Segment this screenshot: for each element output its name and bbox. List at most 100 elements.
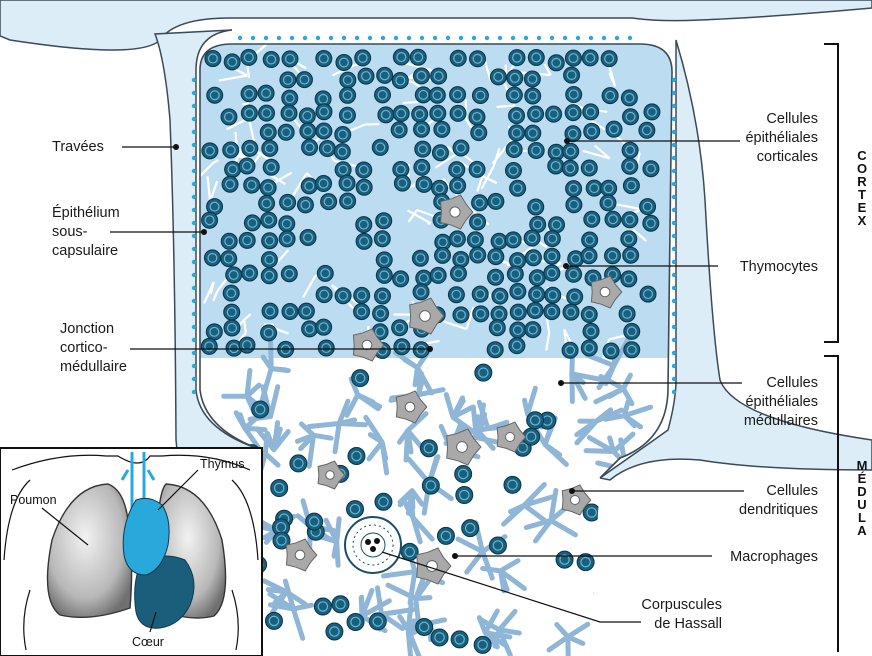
thymocyte (302, 139, 318, 155)
thymocyte (544, 265, 560, 281)
thymocyte (414, 159, 430, 175)
thymocyte (391, 122, 407, 138)
thymocyte (488, 249, 504, 265)
inset-label-coeur: Cœur (132, 635, 164, 649)
thymocyte (225, 161, 241, 177)
label-corticales-2: épithéliales (745, 130, 818, 146)
thymocyte (340, 87, 356, 103)
region-brackets (824, 44, 838, 652)
capsule-dot (602, 36, 606, 40)
capsule-dot (672, 286, 676, 290)
thymocyte (462, 520, 479, 537)
capsule-dot (672, 273, 676, 277)
thymocyte (340, 193, 356, 209)
capsule-dot (446, 36, 450, 40)
macrophage-nucleus (405, 402, 415, 412)
thymocyte (282, 90, 298, 106)
capsule-dot (672, 169, 676, 173)
thymocyte (524, 230, 540, 246)
thymocyte (321, 194, 337, 210)
macrophage-nucleus (362, 340, 372, 350)
thymocyte (564, 67, 580, 83)
thymocyte (206, 324, 222, 340)
thymocyte (373, 305, 389, 321)
thymocyte (606, 121, 622, 137)
thymocyte (223, 285, 239, 301)
thymocyte (205, 51, 221, 67)
thymocyte (581, 340, 597, 356)
thymocyte (470, 51, 486, 67)
thymocyte (529, 286, 545, 302)
thymocyte (504, 476, 521, 493)
thymocyte (434, 121, 450, 137)
thymocyte (622, 212, 638, 228)
thymocyte (326, 623, 343, 640)
thymocyte (546, 106, 562, 122)
capsule-dot (628, 36, 632, 40)
thymocyte (470, 214, 486, 230)
thymocyte (314, 598, 331, 615)
thymocyte (527, 412, 544, 429)
thymocyte (239, 232, 255, 248)
thymocyte (430, 267, 446, 283)
capsule-dot (672, 351, 676, 355)
thymocyte (470, 247, 486, 263)
thymocyte (603, 343, 619, 359)
thymocyte (622, 142, 638, 158)
thymocyte (356, 233, 372, 249)
capsule-dot (192, 299, 196, 303)
cortex-vertical-label: CORTEX (857, 148, 867, 228)
thymocyte (316, 176, 332, 192)
capsule-dot (672, 130, 676, 134)
capsule-dot (290, 36, 294, 40)
thymocyte-nucleus (602, 591, 611, 600)
label-dendritiques-2: dendritiques (739, 502, 818, 518)
thymocyte-nucleus (614, 478, 623, 487)
thymocyte (279, 216, 295, 232)
thymocyte (640, 286, 656, 302)
thymocyte (301, 178, 317, 194)
capsule-dot (672, 91, 676, 95)
thymocyte (316, 123, 332, 139)
thymocyte (489, 537, 506, 554)
macrophage-nucleus (326, 471, 334, 479)
capsule-dot (672, 156, 676, 160)
thymocyte (302, 321, 318, 337)
thymocyte (450, 265, 466, 281)
thymocyte (581, 306, 597, 322)
thymocyte (455, 465, 472, 482)
thymocyte (336, 54, 352, 70)
thymocyte (262, 140, 278, 156)
thymocyte (528, 142, 544, 158)
thymocyte (639, 122, 655, 138)
thymocyte (278, 124, 294, 140)
thymocyte (300, 229, 316, 245)
medullary-epithelial-cell (608, 600, 628, 648)
capsule-dot (192, 390, 196, 394)
thymocyte (347, 501, 364, 518)
thymocyte (622, 158, 638, 174)
thymocyte (340, 72, 356, 88)
thymocyte (469, 161, 485, 177)
thymocyte (488, 269, 504, 285)
thymocyte (412, 250, 428, 266)
capsule-dot (329, 36, 333, 40)
capsule-dot (459, 36, 463, 40)
macrophage-nucleus (506, 433, 515, 442)
thymocyte (394, 339, 410, 355)
thymocyte (621, 271, 637, 287)
thymocyte (261, 212, 277, 228)
thymocyte (527, 302, 543, 318)
capsule-dot (316, 36, 320, 40)
thymocyte (259, 105, 275, 121)
capsule-dot (672, 182, 676, 186)
thymocyte (567, 289, 583, 305)
thymocyte (334, 144, 350, 160)
thymocyte (525, 125, 541, 141)
thymocyte (348, 447, 365, 464)
capsule-dot (192, 325, 196, 329)
thymocyte (581, 160, 597, 176)
thymocyte (282, 304, 298, 320)
thymocyte (528, 106, 544, 122)
